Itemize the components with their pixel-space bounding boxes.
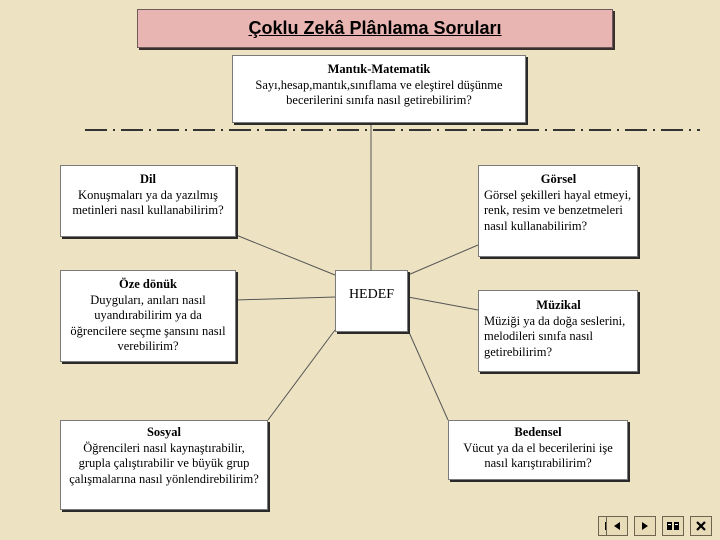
box-sosyal-text: Öğrencileri nasıl kaynaştırabilir, grupl…	[69, 440, 259, 486]
connector-right-top	[407, 244, 479, 276]
box-gorsel-heading: Görsel	[540, 172, 577, 186]
box-dil-heading: Dil	[140, 172, 156, 186]
center-label: HEDEF	[348, 287, 395, 302]
box-ozedonuk: Öze dönük Duyguları, anıları nasıl uyand…	[60, 270, 236, 362]
box-ozedonuk-heading: Öze dönük	[118, 277, 177, 291]
connector-right-mid	[407, 296, 479, 311]
box-muzikal: Müzikal Müziği ya da doğa seslerini, mel…	[478, 290, 638, 372]
next-slide-icon[interactable]	[634, 516, 656, 536]
previous-slide-icon[interactable]	[606, 516, 628, 536]
box-gorsel: Görsel Görsel şekilleri hayal etmeyi, re…	[478, 165, 638, 257]
box-muzikal-text: Müziği ya da doğa seslerini, melodileri …	[484, 313, 626, 359]
box-bedensel-heading: Bedensel	[514, 425, 562, 439]
connector-left-mid	[235, 296, 336, 301]
box-bedensel-text: Vücut ya da el becerilerini işe nasıl ka…	[463, 440, 613, 471]
box-ozedonuk-text: Duyguları, anıları nasıl uyandırabilirim…	[70, 292, 226, 354]
box-mantik-matematik: Mantık-Matematik Sayı,hesap,mantık,sınıf…	[232, 55, 526, 123]
box-bedensel: Bedensel Vücut ya da el becerilerini işe…	[448, 420, 628, 480]
box-dil-text: Konuşmaları ya da yazılmış metinleri nas…	[72, 187, 224, 218]
connector-right-bottom	[407, 329, 449, 421]
box-mantik-heading: Mantık-Matematik	[327, 62, 431, 76]
close-icon[interactable]	[690, 516, 712, 536]
center-box-hedef: HEDEF	[335, 270, 408, 332]
box-gorsel-text: Görsel şekilleri hayal etmeyi, renk, res…	[484, 187, 632, 233]
box-muzikal-heading: Müzikal	[536, 298, 581, 312]
box-sosyal: Sosyal Öğrencileri nasıl kaynaştırabilir…	[60, 420, 268, 510]
page-title: Çoklu Zekâ Plânlama Soruları	[137, 9, 613, 48]
slide-list-icon[interactable]	[662, 516, 684, 536]
box-sosyal-heading: Sosyal	[146, 425, 182, 439]
box-mantik-text: Sayı,hesap,mantık,sınıflama ve eleştirel…	[255, 77, 503, 108]
box-dil: Dil Konuşmaları ya da yazılmış metinleri…	[60, 165, 236, 237]
connector-left-bottom	[267, 329, 336, 421]
connector-left-top	[235, 234, 336, 276]
